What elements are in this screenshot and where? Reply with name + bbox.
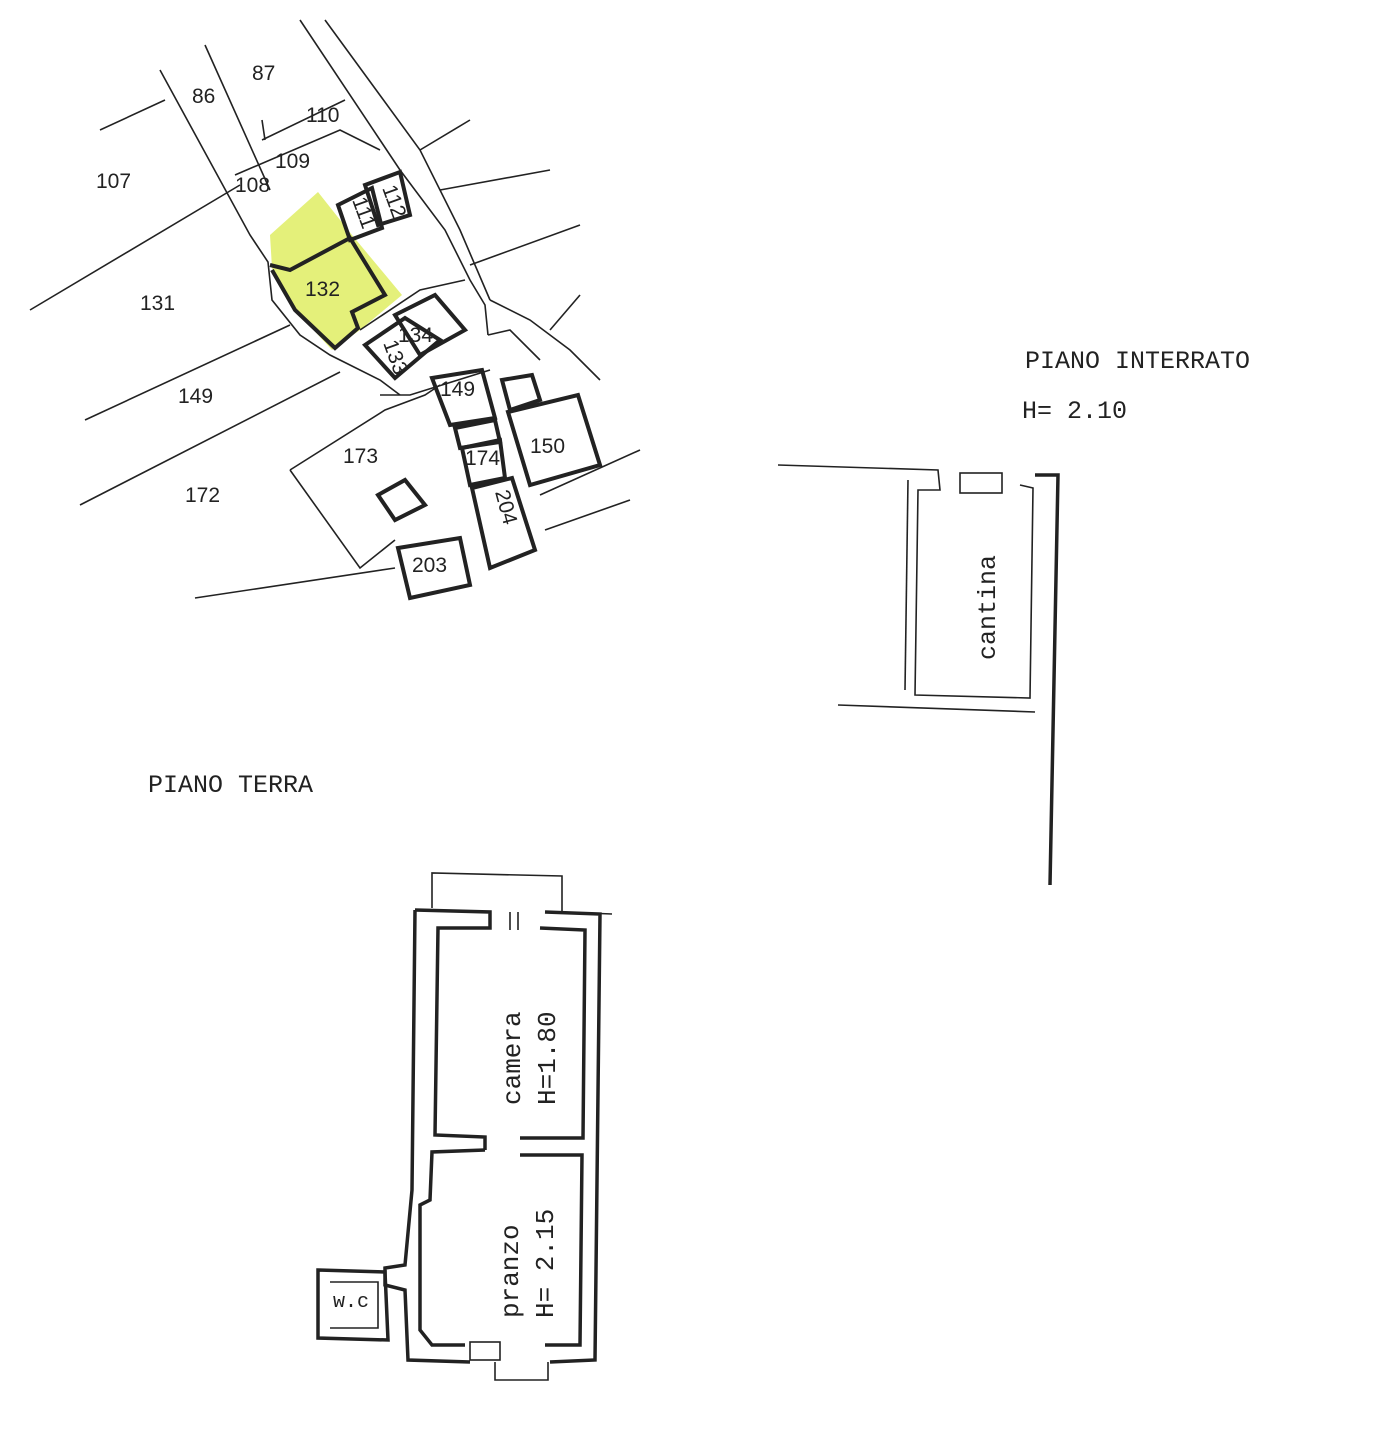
cadastral-map: 86 87 110 109 108 107 112 111 132 131 13… — [29, 19, 641, 601]
room-label-wc: w.c — [333, 1291, 369, 1314]
ground-floor-title: PIANO TERRA — [148, 771, 313, 800]
room-label-pranzo: pranzo — [496, 1224, 526, 1318]
parcel-label: 173 — [343, 445, 378, 468]
ground-floor-plan: PIANO TERRA camera H=1.80 pranzo H= 2.15… — [148, 771, 613, 1381]
basement-height: H= 2.10 — [1022, 397, 1127, 426]
parcel-label: 107 — [96, 170, 131, 193]
parcel-label: 87 — [252, 62, 275, 85]
parcel-label: 172 — [185, 484, 220, 507]
parcel-label: 108 — [235, 174, 270, 197]
parcel-label: 174 — [465, 447, 500, 470]
room-label-cantina: cantina — [974, 555, 1003, 660]
parcel-label: 86 — [192, 85, 215, 108]
parcel-label: 132 — [305, 278, 340, 301]
parcel-label: 149 — [178, 385, 213, 408]
highlighted-parcel-132 — [270, 192, 402, 350]
parcel-label: 109 — [275, 150, 310, 173]
parcel-label: 134 — [398, 324, 433, 347]
basement-plan: PIANO INTERRATO H= 2.10 cantina — [777, 347, 1250, 886]
parcel-label: 203 — [412, 554, 447, 577]
parcel-label: 149 — [440, 378, 475, 401]
parcel-label: 150 — [530, 435, 565, 458]
room-height-camera: H=1.80 — [533, 1011, 563, 1105]
basement-title: PIANO INTERRATO — [1025, 347, 1250, 376]
room-height-pranzo: H= 2.15 — [531, 1209, 561, 1318]
parcel-label: 110 — [306, 104, 339, 127]
room-label-camera: camera — [498, 1011, 528, 1105]
parcel-label: 131 — [140, 292, 175, 315]
